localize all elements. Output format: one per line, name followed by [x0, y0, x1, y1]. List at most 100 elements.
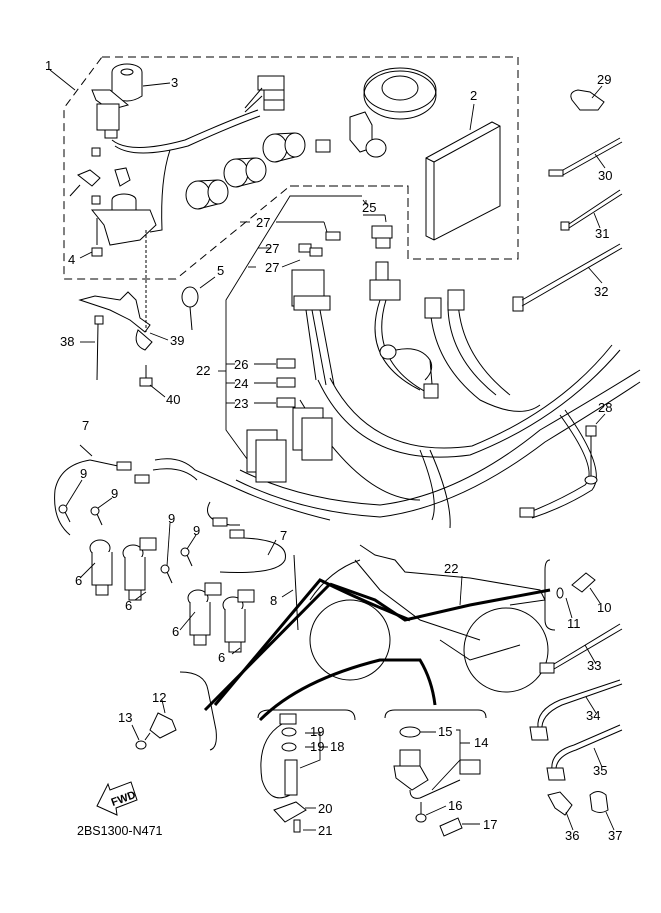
callout-34: 34 [586, 708, 600, 723]
bolt-28 [584, 425, 598, 485]
callout-11: 11 [567, 616, 581, 631]
callout-9d: 9 [193, 523, 200, 538]
callout-37: 37 [608, 828, 622, 843]
callout-3: 3 [171, 75, 178, 90]
bracket-22 [225, 195, 367, 471]
clip-37 [589, 791, 609, 813]
callout-9c: 9 [168, 511, 175, 526]
callout-21: 21 [318, 823, 332, 838]
callout-22a: 22 [196, 363, 210, 378]
callout-13: 13 [118, 710, 132, 725]
fuse-box-boundary [290, 185, 409, 258]
relay-25-part [369, 225, 427, 393]
bolt-40 [139, 365, 153, 387]
tie-31 [560, 189, 623, 231]
key-5 [181, 286, 199, 331]
leader-1 [49, 69, 76, 91]
callout-9b: 9 [111, 486, 118, 501]
callout-20: 20 [318, 801, 332, 816]
callout-18: 18 [330, 739, 344, 754]
lock-cylinders [185, 132, 306, 210]
callout-27c: 27 [265, 260, 279, 275]
callout-19b: 19 [310, 739, 324, 754]
seat-lock-part [315, 111, 387, 158]
bracket-12 [179, 671, 217, 751]
callout-26: 26 [234, 357, 248, 372]
ecu-part [425, 121, 501, 241]
callout-23: 23 [234, 396, 248, 411]
fuel-cap-part [363, 67, 437, 120]
tie-32 [512, 243, 623, 312]
steering-lock-part [69, 147, 157, 257]
tie-35 [546, 724, 623, 781]
bracket-39 [78, 230, 153, 351]
leader-12 [203, 582, 332, 712]
tie-30 [548, 137, 623, 177]
harness-route-b [258, 658, 437, 722]
callout-14: 14 [474, 735, 488, 750]
leader-3 [142, 82, 171, 87]
callout-6c: 6 [172, 624, 179, 639]
fuses-27 [298, 231, 341, 257]
callout-2: 2 [470, 88, 477, 103]
callout-32: 32 [594, 284, 608, 299]
callout-27b: 27 [265, 241, 279, 256]
callout-39: 39 [170, 333, 184, 348]
tie-34 [529, 679, 623, 741]
screw-16 [415, 813, 427, 823]
callout-28: 28 [598, 400, 612, 415]
washer-11 [556, 587, 564, 599]
clamp-17 [439, 817, 463, 837]
callout-27a: 27 [256, 215, 270, 230]
callout-9a: 9 [80, 466, 87, 481]
callout-labels: 1 2 3 4 5 6 6 6 6 7 7 8 9 9 9 9 10 11 12… [45, 58, 622, 843]
spare-fuses [276, 358, 296, 408]
coil-bolts-9 [58, 504, 193, 584]
callout-19a: 19 [310, 724, 324, 739]
coil-harness [54, 458, 331, 573]
callout-24: 24 [234, 376, 248, 391]
callout-22b: 22 [444, 561, 458, 576]
cable-tie-38 [94, 315, 104, 381]
callout-1: 1 [45, 58, 52, 73]
callout-16: 16 [448, 798, 462, 813]
bracket-14-group [384, 709, 487, 719]
leader-2 [469, 103, 475, 131]
switch-harness [111, 109, 259, 148]
callout-30: 30 [598, 168, 612, 183]
clip-36 [547, 791, 573, 816]
main-switch-part [91, 63, 143, 139]
callout-6d: 6 [218, 650, 225, 665]
callout-33: 33 [587, 658, 601, 673]
callout-36: 36 [565, 828, 579, 843]
ignition-coils [89, 537, 255, 653]
relays [246, 407, 333, 483]
leader-4 [79, 251, 93, 259]
sensor-18 [260, 713, 307, 833]
fuse-box-part [291, 269, 335, 386]
forward-arrow-icon: FWD [96, 781, 138, 816]
drawing-code: 2BS1300-N471 [77, 824, 163, 838]
callout-6b: 6 [125, 598, 132, 613]
callout-12: 12 [152, 690, 166, 705]
clamp-29 [570, 89, 605, 111]
wire-harness-22 [235, 289, 641, 529]
callout-10: 10 [597, 600, 611, 615]
callout-15: 15 [438, 724, 452, 739]
callout-6a: 6 [75, 573, 82, 588]
callout-8: 8 [270, 593, 277, 608]
bracket-18-group [257, 709, 356, 721]
callout-5: 5 [217, 263, 224, 278]
callout-7a: 7 [82, 418, 89, 433]
callout-17: 17 [483, 817, 497, 832]
harness-route-c [329, 582, 551, 622]
washer-13 [135, 740, 147, 750]
callout-4: 4 [68, 252, 75, 267]
sensor-10 [571, 572, 596, 593]
sensor-14 [393, 726, 481, 799]
callout-40: 40 [166, 392, 180, 407]
callout-7b: 7 [280, 528, 287, 543]
bracket-10-11 [544, 559, 556, 631]
switch-12 [144, 712, 177, 741]
